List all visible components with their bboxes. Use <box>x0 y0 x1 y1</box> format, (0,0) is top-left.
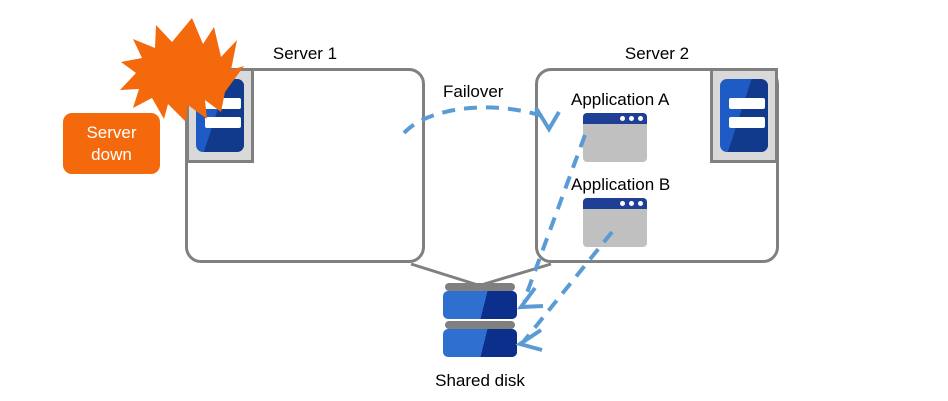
app-window-dot-3 <box>638 201 643 206</box>
app-window-dot-1 <box>620 116 625 121</box>
server-icon-slot-2 <box>729 117 765 128</box>
server-down-badge: Server down <box>63 113 160 174</box>
server-down-line-1: Server <box>86 123 137 143</box>
disk-cap-top <box>445 283 515 291</box>
server-icon-body <box>196 79 244 152</box>
failover-label: Failover <box>443 82 504 101</box>
application-b-window-icon <box>583 198 647 247</box>
app-window-dot-3 <box>638 116 643 121</box>
app-window-dot-2 <box>629 201 634 206</box>
server-icon-shading <box>720 79 768 152</box>
server-down-line-2: down <box>91 144 132 164</box>
disk-shading <box>443 329 517 357</box>
disk-platter-1 <box>443 291 517 319</box>
app-window-dot-2 <box>629 116 634 121</box>
connector-server2-to-disk <box>480 262 552 287</box>
server-icon-slot-1 <box>205 98 241 109</box>
server2-title: Server 2 <box>624 44 690 63</box>
server1-icon <box>186 68 254 163</box>
app-window-titlebar <box>583 113 647 124</box>
server-icon-slot-2 <box>205 117 241 128</box>
connector-server1-to-disk <box>410 262 479 287</box>
server1-title: Server 1 <box>272 44 338 63</box>
disk-cap-middle <box>445 321 515 329</box>
server2-icon <box>710 68 778 163</box>
server-icon-shading <box>196 79 244 152</box>
server-icon-body <box>720 79 768 152</box>
shared-disk-label: Shared disk <box>435 371 525 390</box>
app-window-titlebar <box>583 198 647 209</box>
shared-disk-icon <box>443 283 517 363</box>
application-a-window-icon <box>583 113 647 162</box>
arrow-app-b-arrowhead <box>515 328 543 352</box>
arrow-app-a-arrowhead <box>516 286 544 310</box>
disk-shading <box>443 291 517 319</box>
app-window-dot-1 <box>620 201 625 206</box>
failover-arrow <box>402 105 549 135</box>
application-a-label: Application A <box>571 90 670 109</box>
application-b-label: Application B <box>571 175 671 194</box>
disk-platter-2 <box>443 329 517 357</box>
server-icon-slot-1 <box>729 98 765 109</box>
